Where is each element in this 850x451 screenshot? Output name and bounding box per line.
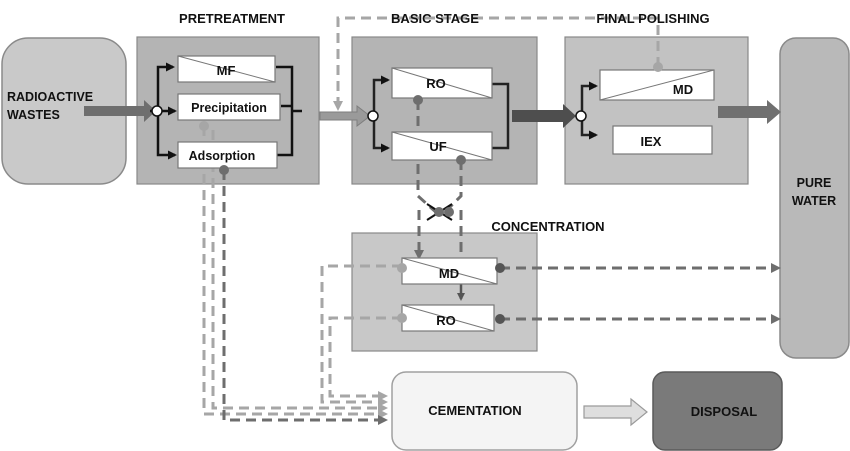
md-polish-label: MD — [673, 82, 693, 97]
polishing-to-pure-water-arrow — [718, 100, 781, 124]
basic-stage-branches — [372, 75, 510, 153]
final-polishing-title: FINAL POLISHING — [596, 11, 709, 26]
ro-conc-label: RO — [436, 313, 456, 328]
disposal-box — [652, 371, 783, 451]
valve-icon — [426, 203, 454, 221]
precipitation-label: Precipitation — [191, 101, 267, 115]
cementation-label: CEMENTATION — [428, 403, 521, 418]
source-label-line1: RADIOACTIVE — [7, 90, 93, 104]
concentration-title: CONCENTRATION — [491, 219, 604, 234]
unit-adsorption — [177, 141, 278, 169]
adsorption-label: Adsorption — [189, 149, 256, 163]
unit-iex — [612, 125, 713, 155]
pretreatment-split-node — [151, 105, 163, 117]
recycle-lines — [202, 16, 660, 419]
polishing-branches — [580, 81, 598, 140]
source-to-pretreatment-arrow — [84, 100, 156, 122]
pretreatment-title: PRETREATMENT — [179, 11, 285, 26]
pretreatment-branches — [150, 62, 302, 160]
cementation-box — [391, 371, 578, 451]
pure-water-label-line1: PURE — [797, 176, 832, 190]
unit-ro-basic — [391, 67, 493, 99]
unit-ro-conc — [401, 304, 495, 332]
unit-precipitation — [177, 93, 281, 121]
polishing-split-node — [575, 110, 587, 122]
pure-water-box — [779, 37, 850, 359]
cementation-to-disposal-arrow — [583, 397, 648, 427]
unit-uf — [391, 131, 493, 161]
uf-label: UF — [429, 139, 446, 154]
basic-to-polishing-arrow — [512, 104, 576, 128]
basic-stage-title: BASIC STAGE — [391, 11, 479, 26]
basic-split-node — [367, 110, 379, 122]
source-label-line2: WASTES — [7, 108, 60, 122]
pretreatment-to-basic-arrow — [319, 104, 371, 128]
junction-dots — [199, 62, 663, 324]
concentration-box — [351, 232, 538, 352]
iex-label: IEX — [641, 134, 662, 149]
pure-water-label-line2: WATER — [792, 194, 836, 208]
unit-md-polish — [599, 69, 715, 101]
disposal-label: DISPOSAL — [691, 404, 758, 419]
md-conc-label: MD — [439, 266, 459, 281]
unit-mf — [177, 55, 276, 83]
ro-basic-label: RO — [426, 76, 446, 91]
unit-md-conc — [401, 257, 498, 285]
mf-label: MF — [217, 63, 236, 78]
